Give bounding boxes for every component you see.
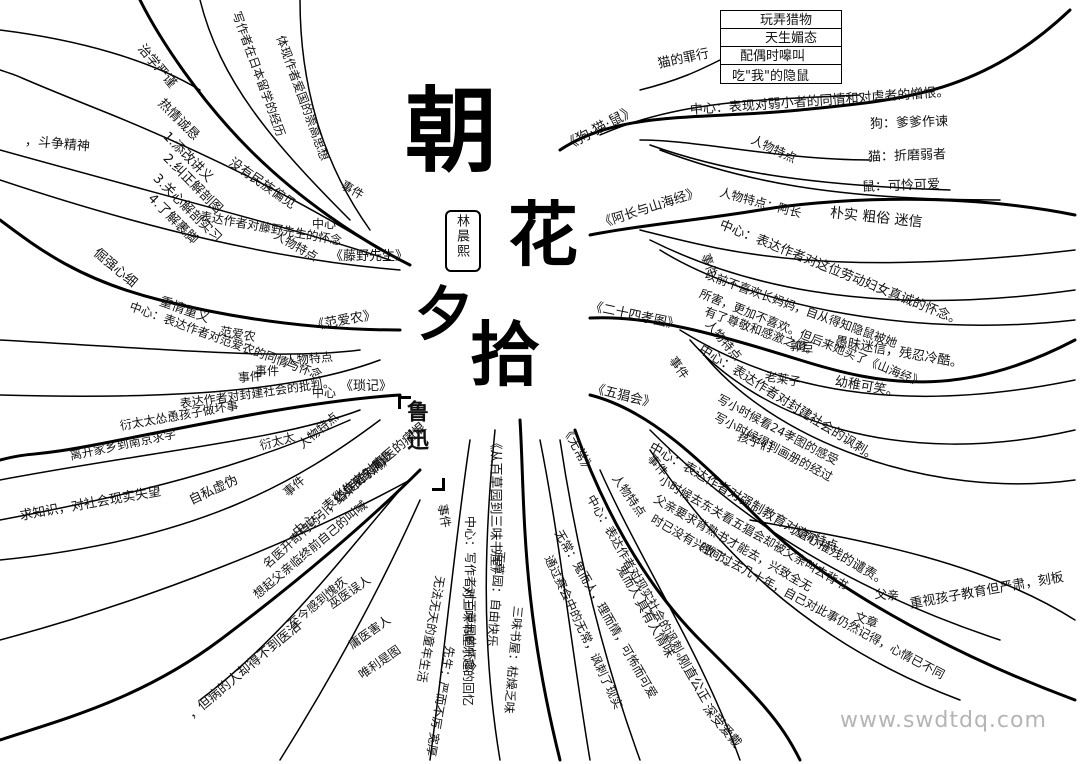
box-divider [720,46,842,47]
branch-fuqin [0,468,422,742]
branch-baicao-3 [429,439,471,761]
branch-gou-3 [639,59,721,91]
branch-gou-5 [649,144,951,191]
label-teng-center: 中心 [312,217,337,231]
title-char-3: 夕 [415,280,474,348]
label-baicao-e1: 对三味书屋乐趣的回忆 [461,586,475,707]
branch-teng-3 [0,149,391,261]
author-name: 林晨熙 [454,214,469,259]
cat-crimes-box [720,10,842,84]
branch-teng-4 [0,179,401,271]
branch-baicao-2 [485,429,501,761]
title-char-4: 拾 [470,313,540,396]
label-gou-cat: 猫：折磨弱者 [867,147,947,165]
label-suoji-title: 《琐记》 [340,379,393,394]
branch-wuchang-3 [649,449,961,701]
branch-baicao [518,418,562,762]
branch-wuwu-3 [599,469,741,761]
label-gou-dog: 狗：爹爹作谏 [869,114,949,132]
label-baicao-shijian: 事件 [435,502,454,529]
branch-fuqin-3 [279,499,421,761]
branch-ershi [588,316,1077,384]
box-divider [720,64,842,65]
label-gou-r3: 配偶时嗥叫 [740,49,806,64]
branch-fuqin-4 [0,479,411,641]
branch-fan [0,218,402,332]
branch-gou-2 [599,94,861,136]
branch-ershi-2 [679,329,1076,398]
author-box [445,210,481,272]
branch-fuqin-2 [199,489,401,701]
branch-ershi-3 [689,339,1076,445]
branch-ah-4 [659,249,1076,326]
branch-suoji-2 [0,419,351,521]
label-teng-title: 《藤野先生》 [330,249,409,264]
label-gou-mouse: 鼠：可怜可爱 [861,177,941,195]
branch-fan-2 [0,339,361,355]
branch-fan-3 [0,359,381,397]
label-suoji-center: 中心 [312,386,337,400]
label-gou-r1: 玩弄猎物 [760,13,813,28]
branch-ah-3 [649,239,1076,302]
branch-ah-2 [639,229,1076,264]
writer-name: 鲁迅 [403,400,429,456]
writer-bracket [398,396,411,409]
branch-wuwu-2 [559,439,641,761]
branch-ershi-4 [699,349,1076,485]
title-char-1: 朝 [405,77,498,185]
branch-suoji [0,393,402,462]
watermark: www.swdtdq.com [840,708,1047,733]
label-gou-r4: 吃"我"的隐鼠 [732,69,809,84]
label-ershi-e1: 郭巨 [789,339,815,356]
box-divider [720,28,842,29]
branch-gou-4 [639,139,871,161]
label-gou-r2: 天生媚态 [765,31,818,46]
branch-baicao-4 [539,439,591,761]
label-fan-shijian: 事件 [237,368,263,385]
branch-wuchang-2 [649,429,1001,641]
label-suoji-shijian: 事件 [255,364,280,378]
writer-bracket [432,478,445,491]
label-wuchang-fa: 父亲 [874,587,900,604]
branch-teng-6 [199,0,351,221]
branch-suoji-4 [0,419,381,561]
branch-wuwu [573,428,802,762]
branch-wuchang-4 [749,519,1076,621]
branch-teng-5 [299,0,371,231]
branch-ah [588,197,1077,237]
branch-teng-7 [0,29,201,91]
branch-suoji-3 [0,409,361,481]
branch-teng [138,0,412,267]
branch-wuchang [588,393,1077,702]
branch-gou-6 [659,149,1001,201]
branch-teng-2 [0,69,381,251]
title-char-2: 花 [508,193,578,276]
